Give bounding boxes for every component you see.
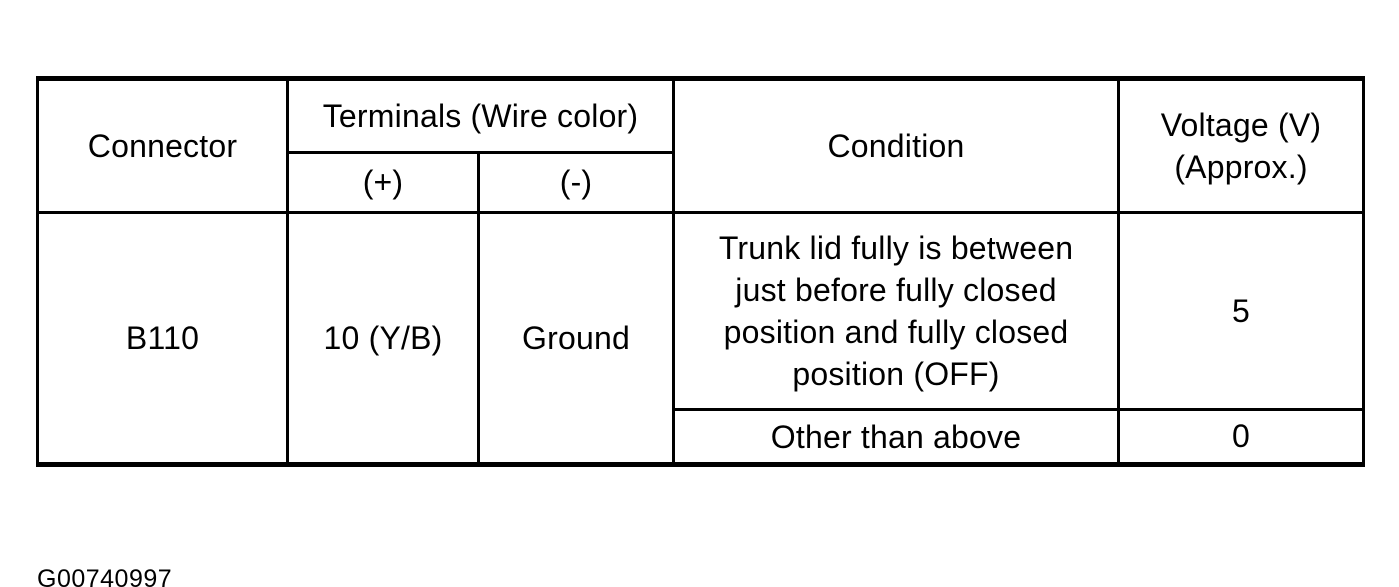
cell-connector-id: B110 bbox=[36, 211, 289, 466]
header-cell-connector: Connector bbox=[36, 77, 289, 214]
cell-terminal-positive: 10 (Y/B) bbox=[286, 211, 480, 466]
cell-voltage-2: 0 bbox=[1117, 408, 1366, 466]
voltage-reference-table: Connector Terminals (Wire color) Conditi… bbox=[36, 76, 1366, 467]
figure-id-label: G00740997 bbox=[37, 565, 173, 587]
header-cell-terminal-positive: (+) bbox=[286, 151, 480, 214]
header-row-terminals: Connector Terminals (Wire color) Conditi… bbox=[36, 77, 1366, 214]
data-row-condition-2: Other than above 0 bbox=[38, 408, 1366, 466]
header-row-polarity: (+) (-) bbox=[38, 151, 1364, 214]
cell-voltage-1: 5 bbox=[1117, 211, 1366, 411]
header-cell-voltage: Voltage (V) (Approx.) bbox=[1117, 77, 1366, 214]
header-cell-condition: Condition bbox=[672, 77, 1121, 214]
header-cell-terminals: Terminals (Wire color) bbox=[285, 77, 676, 154]
cell-condition-2: Other than above bbox=[672, 408, 1121, 466]
cell-condition-1: Trunk lid fully is between just before f… bbox=[672, 211, 1121, 411]
cell-terminal-negative: Ground bbox=[476, 211, 676, 466]
header-cell-terminal-negative: (-) bbox=[476, 151, 676, 214]
document-page: Connector Terminals (Wire color) Conditi… bbox=[0, 76, 1399, 587]
data-row-condition-1: B110 10 (Y/B) Ground Trunk lid fully is … bbox=[36, 211, 1366, 466]
